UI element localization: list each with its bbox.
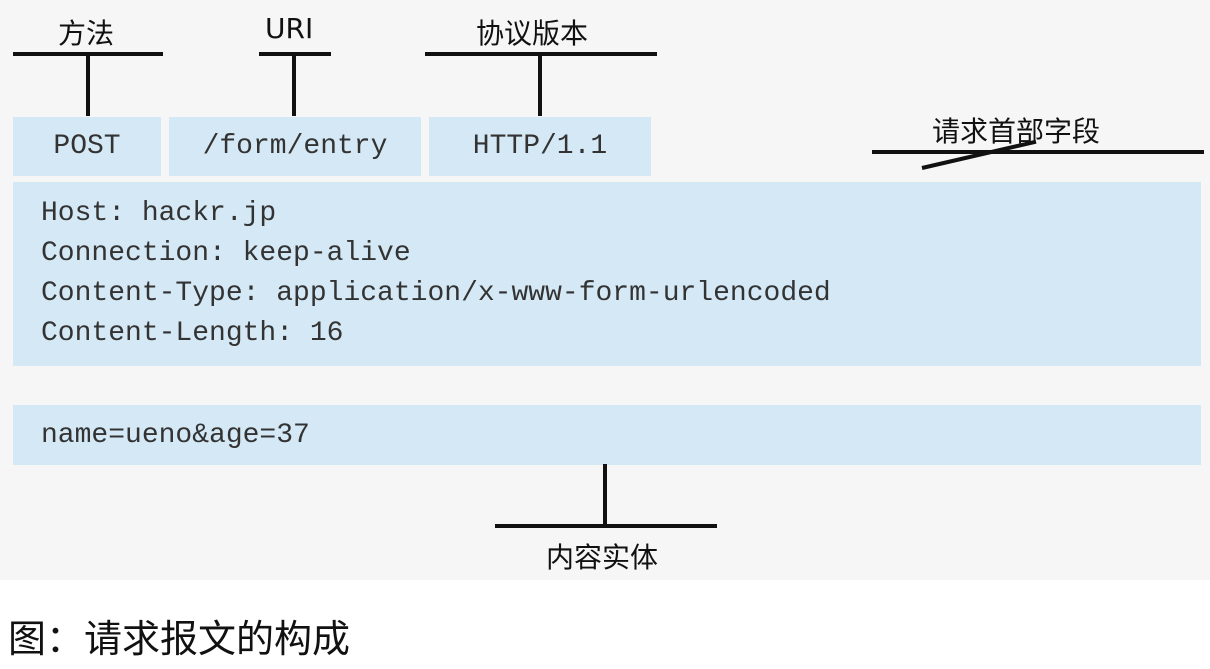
uri-label: URI <box>265 12 314 45</box>
request-message-diagram: 方法 URI 协议版本 POST /form/entry HTTP/1.1 请求… <box>13 12 1204 574</box>
headers-label-bar <box>872 150 1204 154</box>
version-label: 协议版本 <box>476 17 589 50</box>
body-box: name=ueno&age=37 <box>13 405 1201 465</box>
uri-box: /form/entry <box>169 117 421 176</box>
method-box: POST <box>13 117 161 176</box>
version-box: HTTP/1.1 <box>429 117 651 176</box>
header-fields-box: Host: hackr.jp Connection: keep-alive Co… <box>13 182 1201 366</box>
header-line: Content-Length: 16 <box>41 318 344 349</box>
uri-label-stem <box>292 54 296 116</box>
header-line: Content-Type: application/x-www-form-url… <box>41 278 831 309</box>
header-line: Connection: keep-alive <box>41 238 411 269</box>
method-label-stem <box>86 54 90 116</box>
figure-caption: 图：请求报文的构成 <box>8 617 351 661</box>
body-label-bar <box>495 524 717 528</box>
body-content: name=ueno&age=37 <box>41 419 310 451</box>
headers-label: 请求首部字段 <box>932 115 1101 148</box>
body-label-stem <box>603 464 607 526</box>
method-label: 方法 <box>58 17 115 50</box>
body-label: 内容实体 <box>546 541 659 574</box>
header-line: Host: hackr.jp <box>41 198 277 229</box>
version-label-stem <box>538 54 542 116</box>
